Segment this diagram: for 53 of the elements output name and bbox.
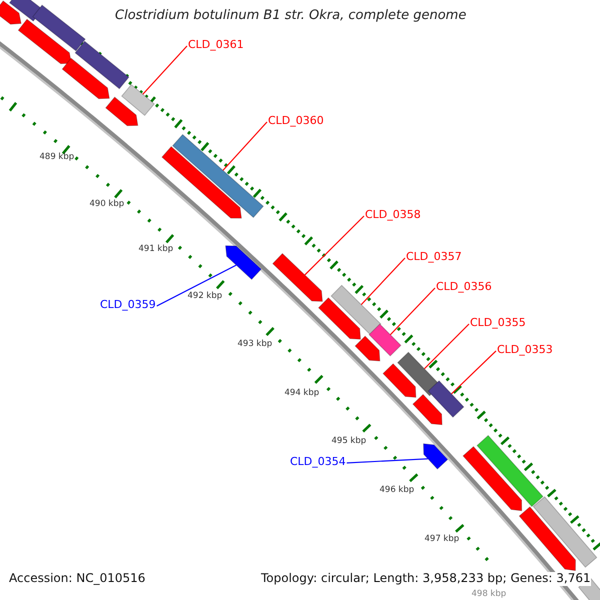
leader-line [156,264,236,306]
gene-feature [518,506,576,572]
gene-feature [121,84,155,116]
gene-feature [382,363,416,398]
scale-label: 495 kbp [332,437,366,447]
gene-feature [62,58,110,100]
gene-label: CLD_0354 [290,456,346,469]
scale-label: 497 kbp [424,535,460,545]
gene-label: CLD_0358 [365,209,421,222]
leader-line [424,324,470,370]
gene-feature [428,380,464,418]
gene-label: CLD_0360 [268,115,324,128]
gene-feature [462,446,522,512]
genome-stats-note: Topology: circular; Length: 3,958,233 bp; Genes: 3,761 [261,572,591,586]
gene-feature [74,40,130,90]
accession-note: Accession: NC_010516 [9,572,146,586]
gene-label: CLD_0359 [100,299,156,312]
scale-label: 492 kbp [188,292,222,302]
gene-label: CLD_0361 [188,39,244,52]
leader-line [390,288,436,336]
scale-label: 490 kbp [90,200,124,210]
leader-line [346,458,428,464]
gene-label: CLD_0356 [436,281,492,294]
gene-feature [368,324,402,356]
scale-label: 498 kbp [472,590,506,600]
leader-line [451,350,496,394]
leader-line [304,216,364,276]
gene-feature [172,134,264,218]
gene-feature [330,284,382,336]
gene-feature [532,496,598,568]
gene-feature [105,96,138,126]
gene-feature [476,434,544,508]
gene-feature [225,245,262,280]
gene-feature [423,443,448,470]
scale-label: 496 kbp [380,486,414,496]
map-title: Clostridium botulinum B1 str. Okra, complete genome [115,9,466,24]
gene-feature [412,394,442,426]
gene-label: CLD_0353 [497,344,553,357]
gene-feature [18,18,72,64]
leader-line [142,46,188,95]
scale-label: 491 kbp [138,245,174,255]
leader-line [222,122,268,171]
gene-feature [32,4,86,52]
gene-label: CLD_0355 [470,317,526,330]
scale-label: 494 kbp [284,389,320,399]
gene-feature [318,297,361,340]
scale-label: 489 kbp [40,153,74,163]
leader-line [360,258,406,306]
gene-label: CLD_0357 [406,251,462,264]
gene-feature [0,0,22,25]
gene-feature [161,146,242,219]
gene-feature [272,252,323,302]
scale-label: 493 kbp [238,340,272,350]
